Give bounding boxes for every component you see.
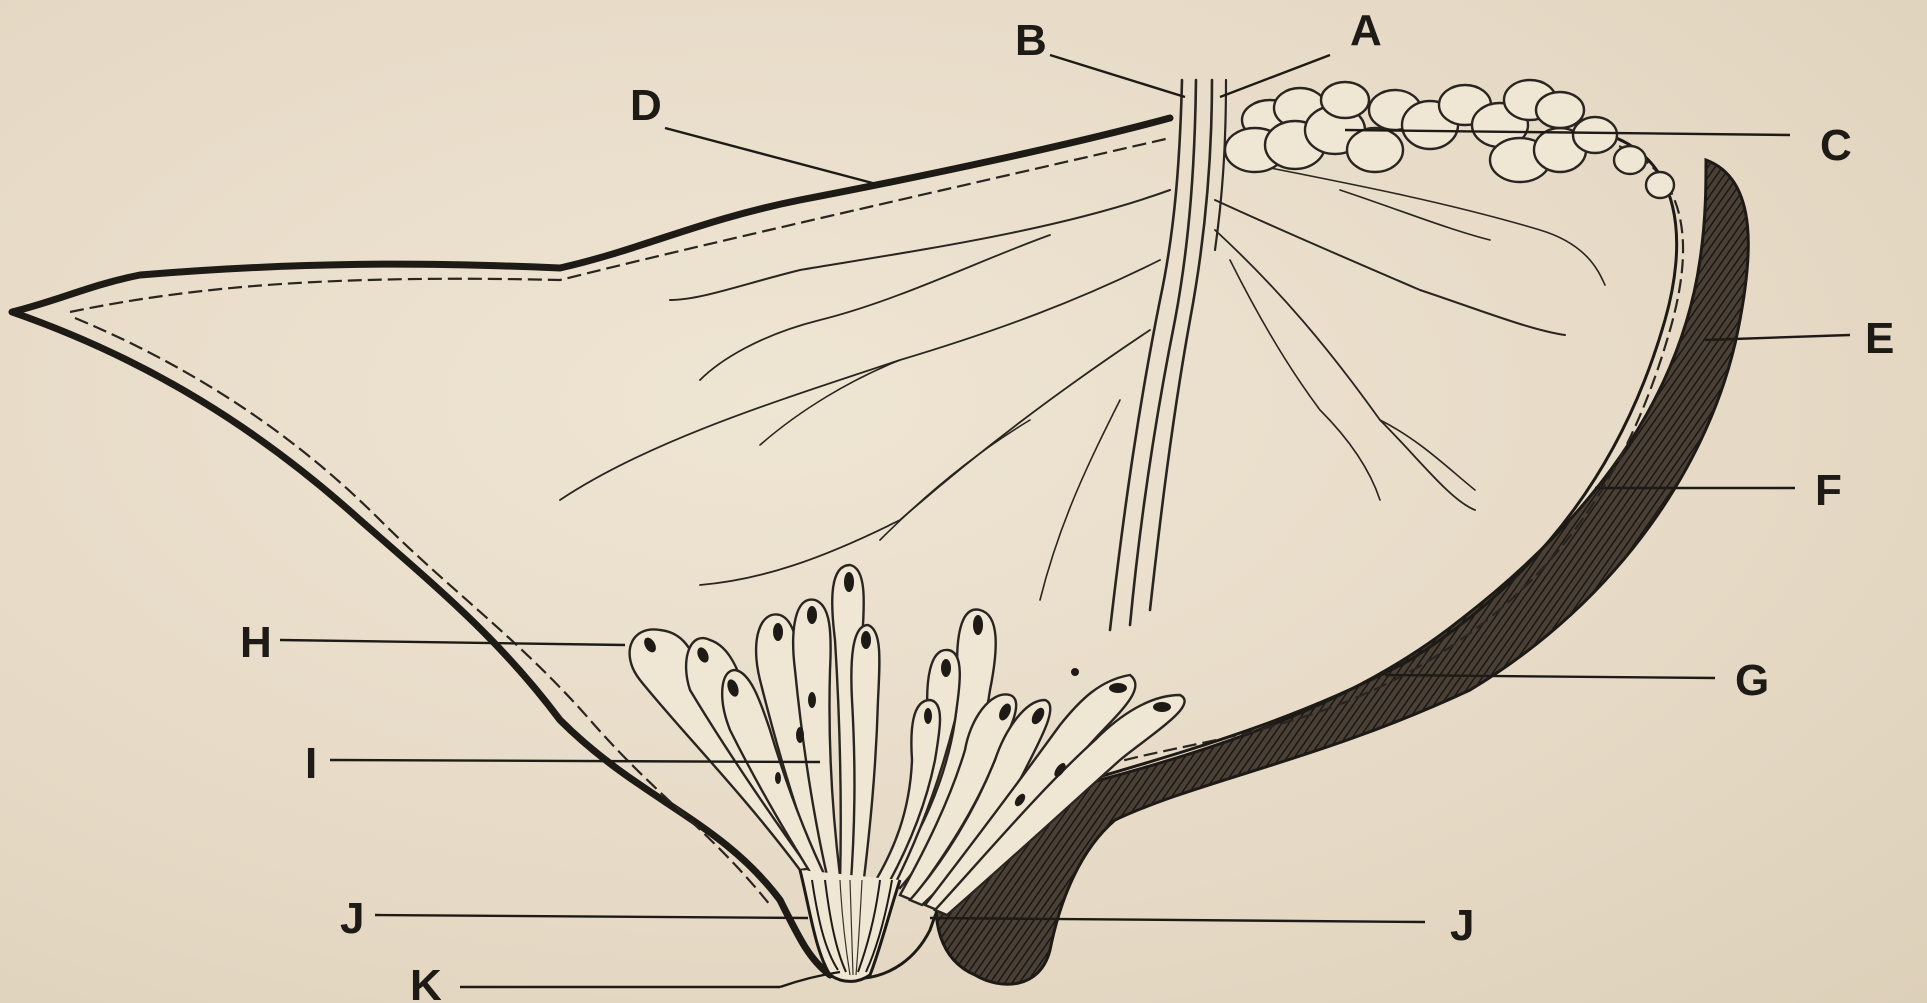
label-b: B	[1015, 16, 1047, 65]
lobule-cluster-left	[630, 565, 880, 895]
capsule-dashed-line	[70, 138, 1683, 905]
label-f: F	[1815, 466, 1842, 515]
label-h: H	[240, 618, 272, 667]
label-g: G	[1735, 656, 1769, 705]
vessel-trunk	[1110, 80, 1226, 630]
label-a: A	[1350, 6, 1382, 55]
label-j-right: J	[1450, 901, 1474, 950]
skin-band	[936, 160, 1748, 984]
vessel-branches	[560, 160, 1605, 600]
label-c: C	[1820, 121, 1852, 170]
label-d: D	[630, 81, 662, 130]
label-e: E	[1865, 314, 1894, 363]
label-k: K	[410, 961, 442, 1003]
lymph-node-cluster	[1225, 80, 1674, 198]
label-j-left: J	[340, 894, 364, 943]
label-i: I	[305, 739, 317, 788]
